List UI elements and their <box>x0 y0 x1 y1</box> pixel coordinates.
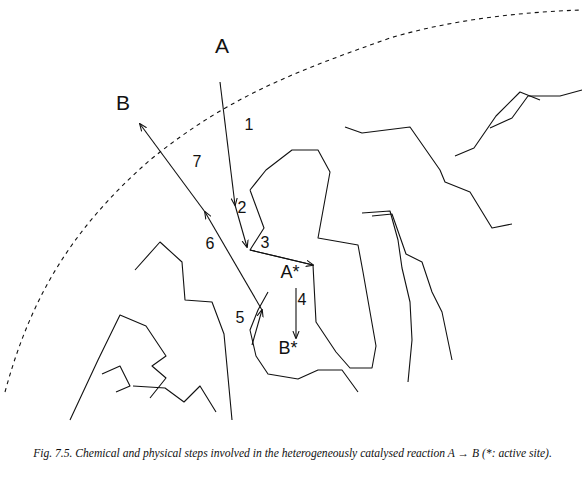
pore-wall <box>102 366 130 392</box>
step-arrow <box>205 212 262 310</box>
step-arrow <box>295 288 296 338</box>
pore-wall <box>372 214 452 360</box>
pore-wall <box>70 315 166 420</box>
callout-number: 2 <box>238 200 247 216</box>
callout-number: 5 <box>236 310 245 326</box>
pore-wall <box>490 90 582 128</box>
callout-number: 4 <box>298 292 307 308</box>
pore-wall <box>250 292 358 392</box>
step-arrow <box>252 310 262 345</box>
callout-number: 6 <box>206 236 215 252</box>
callout-number: B* <box>278 339 297 357</box>
callout-number: 3 <box>261 235 270 251</box>
boundary-layer <box>5 10 582 392</box>
callout-number: A* <box>280 263 299 281</box>
pore-wall <box>250 150 376 368</box>
step-arrow <box>140 124 205 212</box>
species-label: B <box>116 92 130 113</box>
species-label: A <box>215 35 229 56</box>
callout-number: 7 <box>193 154 202 170</box>
figure-caption: Fig. 7.5. Chemical and physical steps in… <box>6 447 579 461</box>
pore-wall <box>133 386 216 412</box>
step-arrow <box>220 82 235 205</box>
pore-wall <box>362 211 412 382</box>
callout-number: 1 <box>245 117 254 133</box>
